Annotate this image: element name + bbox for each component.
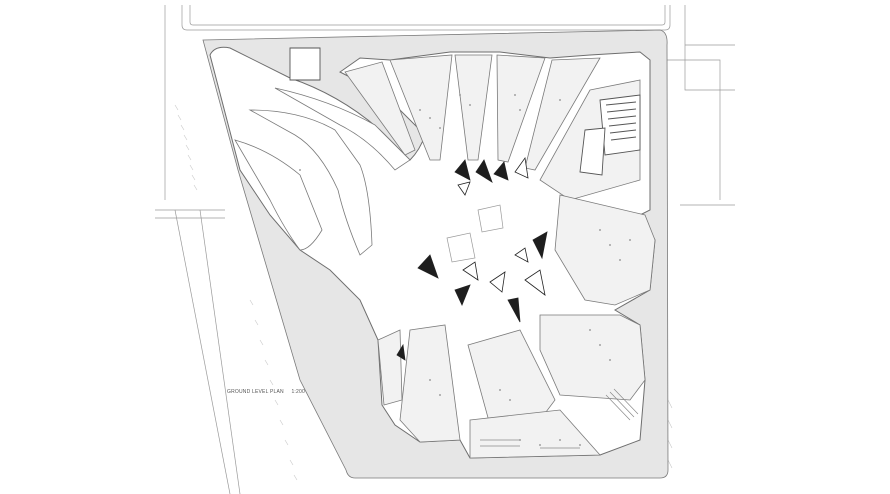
atrium-square-markers [446,204,504,263]
interior-curved-walls [234,87,411,256]
dark-prism-columns [396,156,548,361]
drawing-caption-title: GROUND LEVEL PLAN [227,389,284,395]
stair-block [289,47,641,176]
landscape-hatch [174,104,673,481]
surrounding-context-lines [155,5,735,494]
drawing-caption-scale: 1:200 [291,389,305,395]
seating-rows [480,388,639,449]
drawing-caption: GROUND LEVEL PLAN 1:200 [227,389,311,395]
